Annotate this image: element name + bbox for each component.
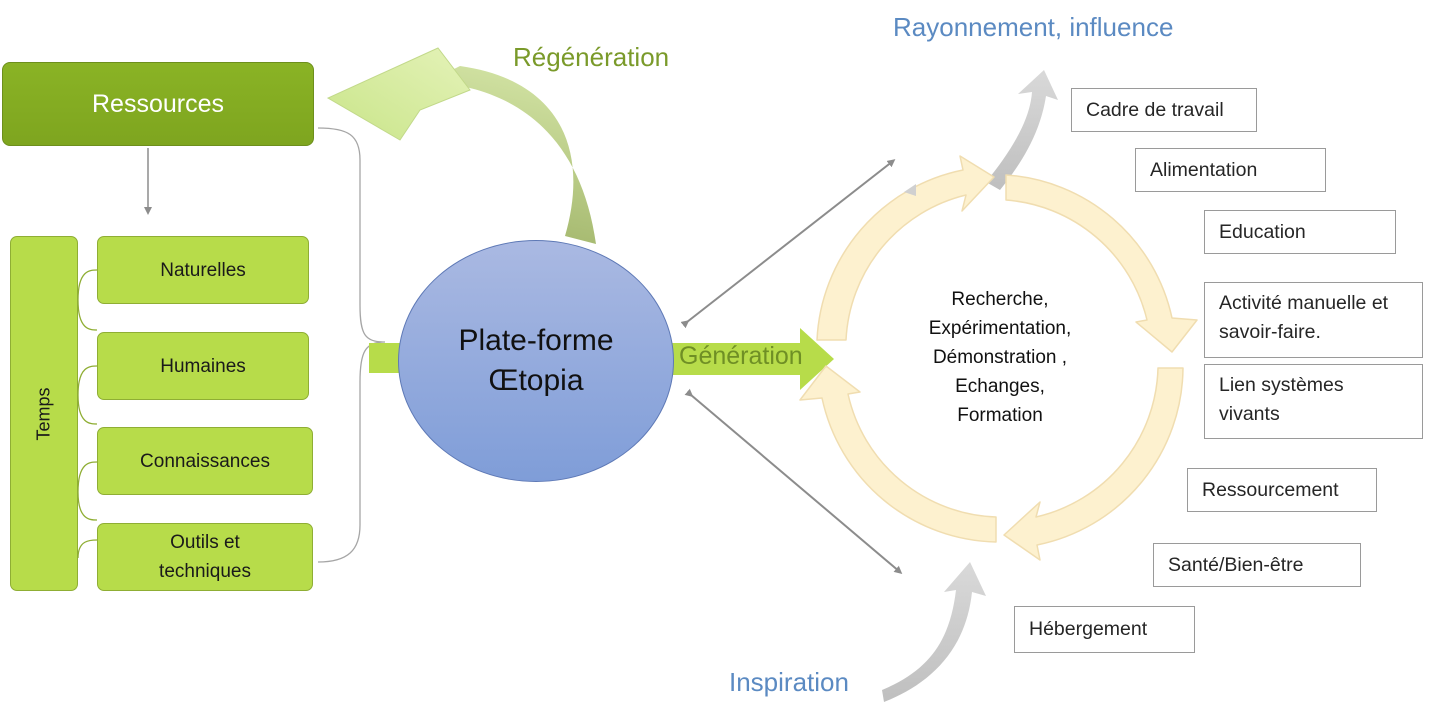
cycle-line: Recherche, xyxy=(951,289,1049,310)
regeneration-arrow-head xyxy=(326,47,471,141)
cycle-arrows xyxy=(799,155,1198,561)
output-label: Alimentation xyxy=(1150,158,1258,181)
temps-connectors xyxy=(77,269,98,559)
ressources-box: Ressources xyxy=(2,62,314,146)
feed-bar xyxy=(369,343,403,373)
cycle-line: Formation xyxy=(957,405,1043,426)
temps-label: Temps xyxy=(33,386,54,441)
platform-line1: Plate-forme xyxy=(458,324,614,357)
cycle-line: Expérimentation, xyxy=(928,318,1072,339)
output-label: Ressourcement xyxy=(1202,478,1339,501)
output-label: Cadre de travail xyxy=(1086,98,1224,121)
output-sante-bien-etre: Santé/Bien-être xyxy=(1153,543,1361,587)
output-alimentation: Alimentation xyxy=(1135,148,1326,192)
resource-item-label: Humaines xyxy=(160,355,246,377)
output-hebergement: Hébergement xyxy=(1014,606,1195,653)
generation-arrow xyxy=(672,328,834,390)
generation-label: Génération xyxy=(679,342,803,370)
temps-column: Temps xyxy=(10,236,78,591)
resource-item-label: Naturelles xyxy=(160,259,246,281)
output-label: Santé/Bien-être xyxy=(1168,553,1304,576)
resource-item-naturelles: Naturelles xyxy=(97,236,309,304)
inspiration-label: Inspiration xyxy=(729,667,849,697)
resource-item-outils: Outils et techniques xyxy=(97,523,313,591)
platform-circle: Plate-forme Œtopia xyxy=(398,240,674,482)
output-ressourcement: Ressourcement xyxy=(1187,468,1377,512)
cycle-line: Echanges, xyxy=(955,376,1045,397)
resource-item-label: Connaissances xyxy=(140,450,270,472)
output-activite-manuelle: Activité manuelle et savoir-faire. xyxy=(1204,282,1423,358)
output-label: Activité manuelle et savoir-faire. xyxy=(1219,292,1389,343)
cycle-top-stub xyxy=(904,184,916,196)
output-label: Education xyxy=(1219,220,1306,243)
resource-item-humaines: Humaines xyxy=(97,332,309,400)
resources-bracket xyxy=(317,127,386,563)
regeneration-arrow-body xyxy=(428,66,596,244)
platform-line2: Œtopia xyxy=(488,364,584,397)
output-lien-systemes-vivants: Lien systèmes vivants xyxy=(1204,364,1423,439)
resource-item-connaissances: Connaissances xyxy=(97,427,313,495)
resource-item-label: Outils et techniques xyxy=(159,532,251,582)
cycle-center-text: Recherche, Expérimentation, Démonstratio… xyxy=(900,285,1100,430)
rayonnement-label: Rayonnement, influence xyxy=(893,12,1174,42)
lower-double-arrow xyxy=(684,388,903,574)
upper-double-arrow xyxy=(680,159,896,329)
output-label: Lien systèmes vivants xyxy=(1219,374,1344,425)
inspiration-arrow xyxy=(882,562,986,702)
rayonnement-arrow xyxy=(986,70,1058,190)
cycle-line: Démonstration , xyxy=(932,347,1068,368)
output-education: Education xyxy=(1204,210,1396,254)
regeneration-label: Régénération xyxy=(513,42,670,72)
output-cadre-de-travail: Cadre de travail xyxy=(1071,88,1257,132)
ressources-title: Ressources xyxy=(92,89,224,118)
output-label: Hébergement xyxy=(1029,618,1148,640)
